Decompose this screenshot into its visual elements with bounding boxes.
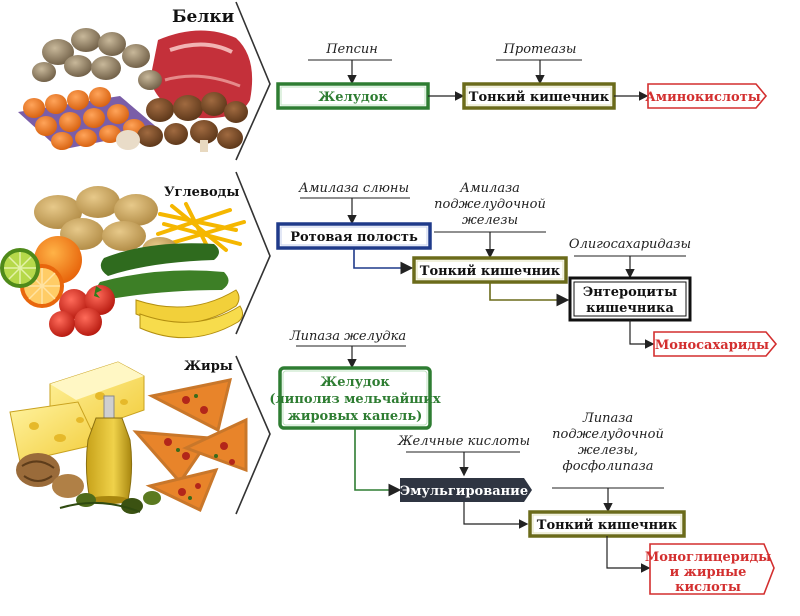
enzyme-oligosaccharidases: Олигосахаридазы bbox=[569, 237, 691, 252]
walnut-icon bbox=[16, 453, 84, 498]
svg-text:Тонкий кишечник: Тонкий кишечник bbox=[537, 518, 678, 533]
arrow-enterocytes-to-monosaccharides bbox=[629, 320, 655, 349]
pizza-icon bbox=[132, 378, 248, 513]
fats-emulsify-box: Эмульгирование bbox=[400, 478, 532, 502]
svg-text:Тонкий кишечник: Тонкий кишечник bbox=[420, 264, 561, 279]
banana-icon bbox=[135, 289, 244, 339]
carbs-flow: Амилаза слюны Амилаза поджелудочной желе… bbox=[276, 181, 778, 357]
snail-icon bbox=[32, 28, 162, 90]
svg-text:кислоты: кислоты bbox=[675, 580, 741, 595]
fats-food-illustration bbox=[9, 361, 248, 514]
egg-icon bbox=[18, 87, 160, 150]
enzyme-bile-acids: Желчные кислоты bbox=[397, 434, 530, 449]
fats-stomach-box: Желудок (липолиз мельчайших жировых капе… bbox=[269, 366, 441, 430]
fats-flow: Липаза желудка Желудок (липолиз мельчайш… bbox=[269, 329, 775, 595]
enzyme-proteases: Протеазы bbox=[503, 42, 577, 57]
carbs-mouth-box: Ротовая полость bbox=[276, 222, 432, 250]
enzyme-pancreatic-lipase-line2: поджелудочной bbox=[552, 427, 664, 442]
enzyme-pancreatic-amylase-line3: железы bbox=[462, 213, 518, 228]
meat-icon bbox=[150, 30, 253, 119]
svg-text:(липолиз мельчайших: (липолиз мельчайших bbox=[269, 392, 441, 407]
enzyme-pancreatic-lipase-line1: Липаза bbox=[582, 411, 633, 426]
proteins-intestine-box: Тонкий кишечник bbox=[462, 82, 616, 110]
carbs-label: Углеводы bbox=[164, 185, 239, 200]
cheese-icon bbox=[9, 361, 145, 463]
arrow-stomach-to-emulsify bbox=[354, 428, 402, 497]
product-monoglycerides: Моноглицериды и жирные кислоты bbox=[645, 543, 775, 595]
enzyme-pancreatic-amylase-line2: поджелудочной bbox=[434, 197, 546, 212]
svg-text:Желудок: Желудок bbox=[320, 375, 390, 390]
proteins-bracket bbox=[235, 1, 271, 161]
olive-icon bbox=[59, 491, 161, 514]
product-aminoacids: Аминокислоты bbox=[645, 83, 768, 109]
pasta-icon bbox=[156, 202, 246, 254]
carbs-enterocytes-box: Энтероциты кишечника bbox=[568, 276, 692, 322]
proteins-food-illustration bbox=[18, 28, 253, 152]
arrow-emulsify-to-intestine bbox=[463, 502, 529, 529]
svg-text:Тонкий кишечник: Тонкий кишечник bbox=[469, 90, 610, 105]
enzyme-pepsin: Пепсин bbox=[325, 42, 378, 57]
svg-text:Эмульгирование: Эмульгирование bbox=[400, 484, 528, 499]
svg-text:и жирные: и жирные bbox=[670, 565, 747, 580]
fats-label: Жиры bbox=[184, 359, 233, 374]
svg-text:Желудок: Желудок bbox=[318, 90, 388, 105]
enzyme-pancreatic-lipase-line3: железы, bbox=[578, 443, 638, 458]
enzyme-pancreatic-amylase-line1: Амилаза bbox=[459, 181, 520, 196]
svg-text:Энтероциты: Энтероциты bbox=[583, 285, 677, 300]
svg-text:Моноглицериды: Моноглицериды bbox=[645, 550, 771, 565]
fats-bracket bbox=[235, 355, 271, 515]
carbs-bracket bbox=[235, 171, 271, 335]
product-monosaccharides: Моносахариды bbox=[653, 331, 778, 357]
arrow-mouth-to-intestine bbox=[353, 248, 414, 275]
arrow-intestine-to-monoglycerides bbox=[606, 536, 651, 573]
lime-icon bbox=[0, 248, 40, 288]
carbs-intestine-box: Тонкий кишечник bbox=[412, 256, 568, 284]
svg-text:кишечника: кишечника bbox=[586, 301, 674, 316]
svg-text:Ротовая полость: Ротовая полость bbox=[290, 230, 418, 245]
enzyme-salivary-amylase: Амилаза слюны bbox=[298, 181, 409, 196]
proteins-stomach-box: Желудок bbox=[276, 82, 430, 110]
proteins-label: Белки bbox=[172, 7, 235, 27]
zucchini-icon bbox=[96, 243, 229, 300]
orange-icon bbox=[20, 236, 82, 308]
arrow-intestine-to-enterocytes bbox=[489, 282, 570, 307]
carbs-food-illustration bbox=[0, 186, 246, 339]
enzyme-pancreatic-lipase-line4: фосфолипаза bbox=[563, 459, 654, 474]
svg-text:Моносахариды: Моносахариды bbox=[655, 338, 769, 353]
tomato-icon bbox=[49, 285, 115, 337]
proteins-flow: Пепсин Протеазы Желудок Тонкий кишечник … bbox=[276, 42, 768, 110]
mushroom-icon bbox=[116, 92, 248, 152]
fats-intestine-box: Тонкий кишечник bbox=[528, 510, 686, 538]
svg-text:жировых капель): жировых капель) bbox=[288, 409, 423, 424]
svg-text:Аминокислоты: Аминокислоты bbox=[645, 90, 761, 105]
enzyme-gastric-lipase: Липаза желудка bbox=[289, 329, 406, 344]
